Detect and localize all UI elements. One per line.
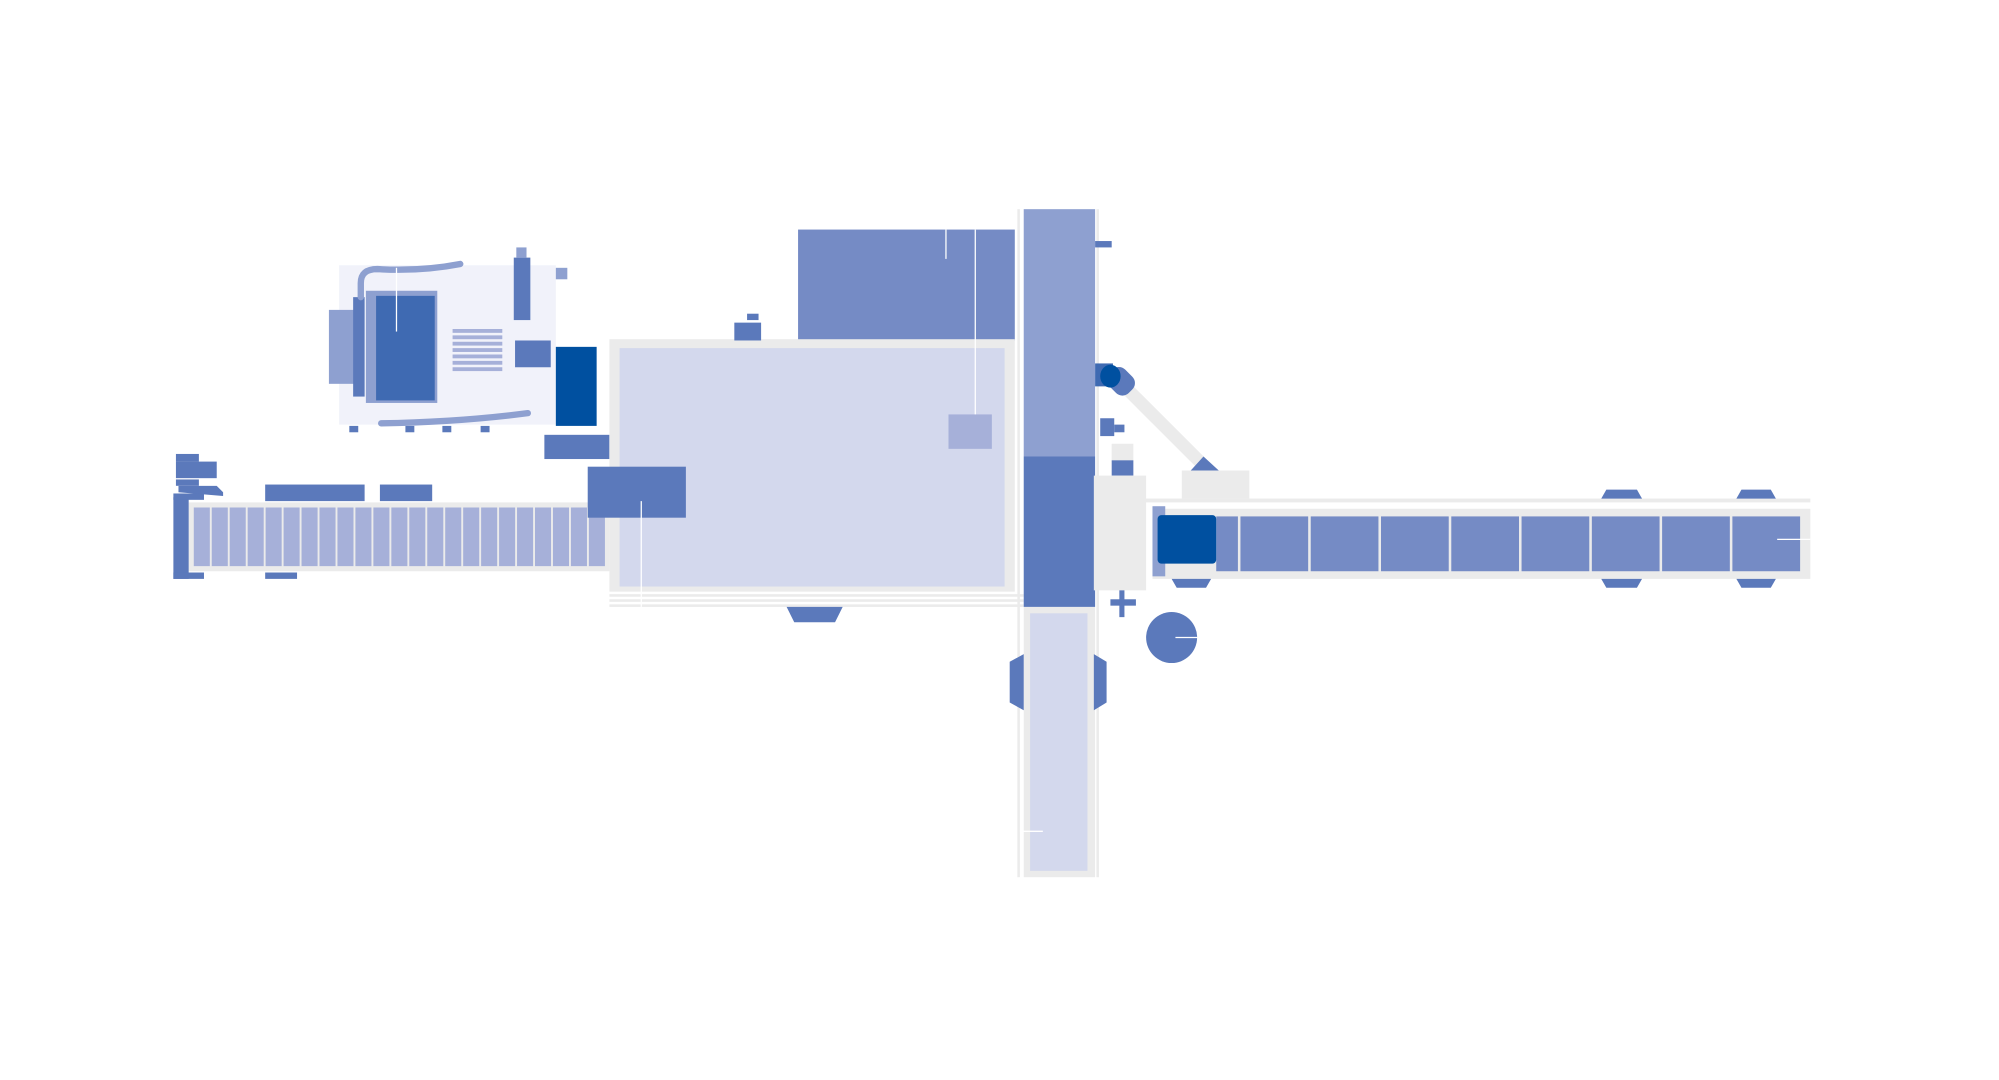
conveyor-slat (265, 507, 282, 567)
conveyor-slat (1310, 516, 1379, 572)
conveyor-slat (552, 507, 570, 567)
conveyor-slat (211, 507, 228, 567)
conveyor-slat (1381, 516, 1449, 572)
right-conveyor (1093, 470, 1811, 591)
conveyor-slat (463, 507, 480, 567)
conveyor-slat (1732, 516, 1801, 572)
left-conveyor-slats (193, 507, 605, 567)
conveyor-slat (409, 507, 426, 567)
conveyor-slat (247, 507, 264, 567)
conveyor-slat (1521, 516, 1590, 572)
conveyor-slat (570, 507, 587, 567)
left-conveyor (173, 453, 610, 579)
conveyor-slat (301, 507, 318, 567)
conveyor-slat (445, 507, 462, 567)
conveyor-slat (481, 507, 498, 567)
conveyor-slat (1451, 516, 1520, 572)
upper-machine (328, 247, 610, 460)
conveyor-slat (319, 507, 336, 567)
conveyor-slat (283, 507, 300, 567)
dark-blue-unit (555, 346, 597, 426)
robot-arm (1095, 363, 1219, 664)
conveyor-slat (517, 507, 534, 567)
main-frame (587, 229, 1024, 623)
conveyor-slat (337, 507, 354, 567)
conveyor-slat (373, 507, 390, 567)
conveyor-slat (427, 507, 444, 567)
conveyor-slat (1662, 516, 1730, 572)
conveyor-slat (229, 507, 246, 567)
right-conveyor-slats (1216, 516, 1801, 572)
conveyor-slat (391, 507, 408, 567)
conveyor-slat (193, 507, 210, 567)
conveyor-slat (535, 507, 552, 567)
vertical-column (1009, 209, 1112, 878)
conveyor-slat (1240, 516, 1309, 572)
conveyor-slat (355, 507, 372, 567)
conveyor-slat (1216, 516, 1238, 572)
conveyor-slat (499, 507, 516, 567)
conveyor-end-bar (173, 497, 189, 579)
round-pedestal (1146, 612, 1198, 664)
conveyor-slat (1591, 516, 1660, 572)
dark-blue-carrier (1157, 515, 1217, 564)
conveyor-slat (588, 507, 605, 567)
